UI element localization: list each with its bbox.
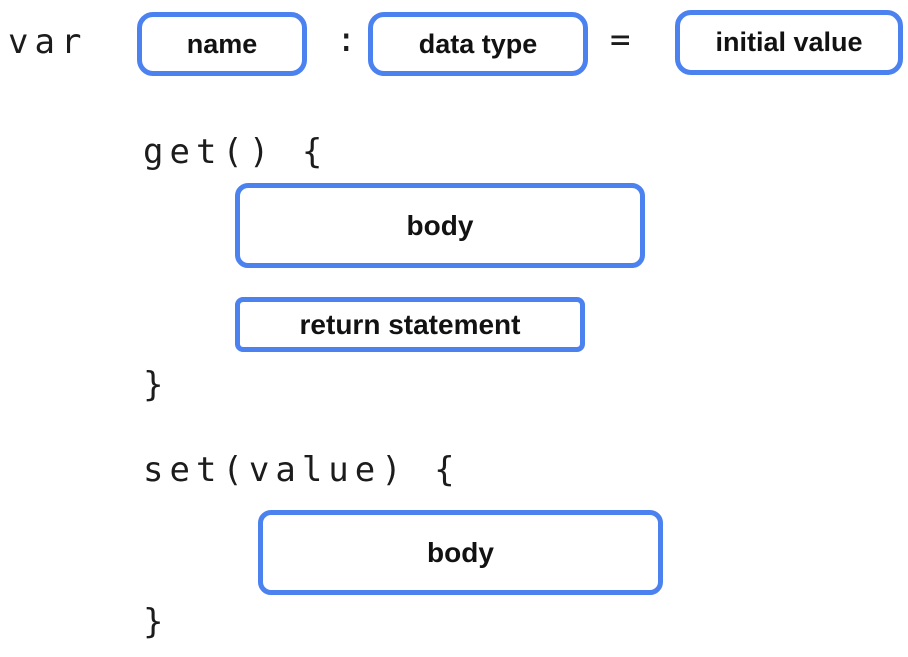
initial-value-placeholder-box: initial value — [675, 10, 903, 75]
getter-close-brace: } — [143, 365, 170, 405]
colon-token: : — [336, 20, 363, 60]
name-placeholder-label: name — [186, 28, 258, 59]
data-type-placeholder-box: data type — [368, 12, 588, 76]
return-statement-placeholder-label: return statement — [299, 308, 521, 340]
setter-body-placeholder-label: body — [427, 536, 494, 568]
setter-open-code: set(value) { — [143, 450, 461, 490]
keyword-var: var — [8, 22, 88, 62]
return-statement-placeholder-box: return statement — [235, 297, 585, 352]
setter-close-brace: } — [143, 602, 170, 642]
getter-body-placeholder-box: body — [235, 183, 645, 268]
name-placeholder-box: name — [137, 12, 307, 76]
data-type-placeholder-label: data type — [418, 28, 538, 59]
setter-body-placeholder-box: body — [258, 510, 663, 595]
getter-open-code: get() { — [143, 132, 329, 172]
getter-body-placeholder-label: body — [406, 209, 474, 241]
equals-token: = — [610, 20, 637, 60]
initial-value-placeholder-label: initial value — [715, 27, 863, 57]
